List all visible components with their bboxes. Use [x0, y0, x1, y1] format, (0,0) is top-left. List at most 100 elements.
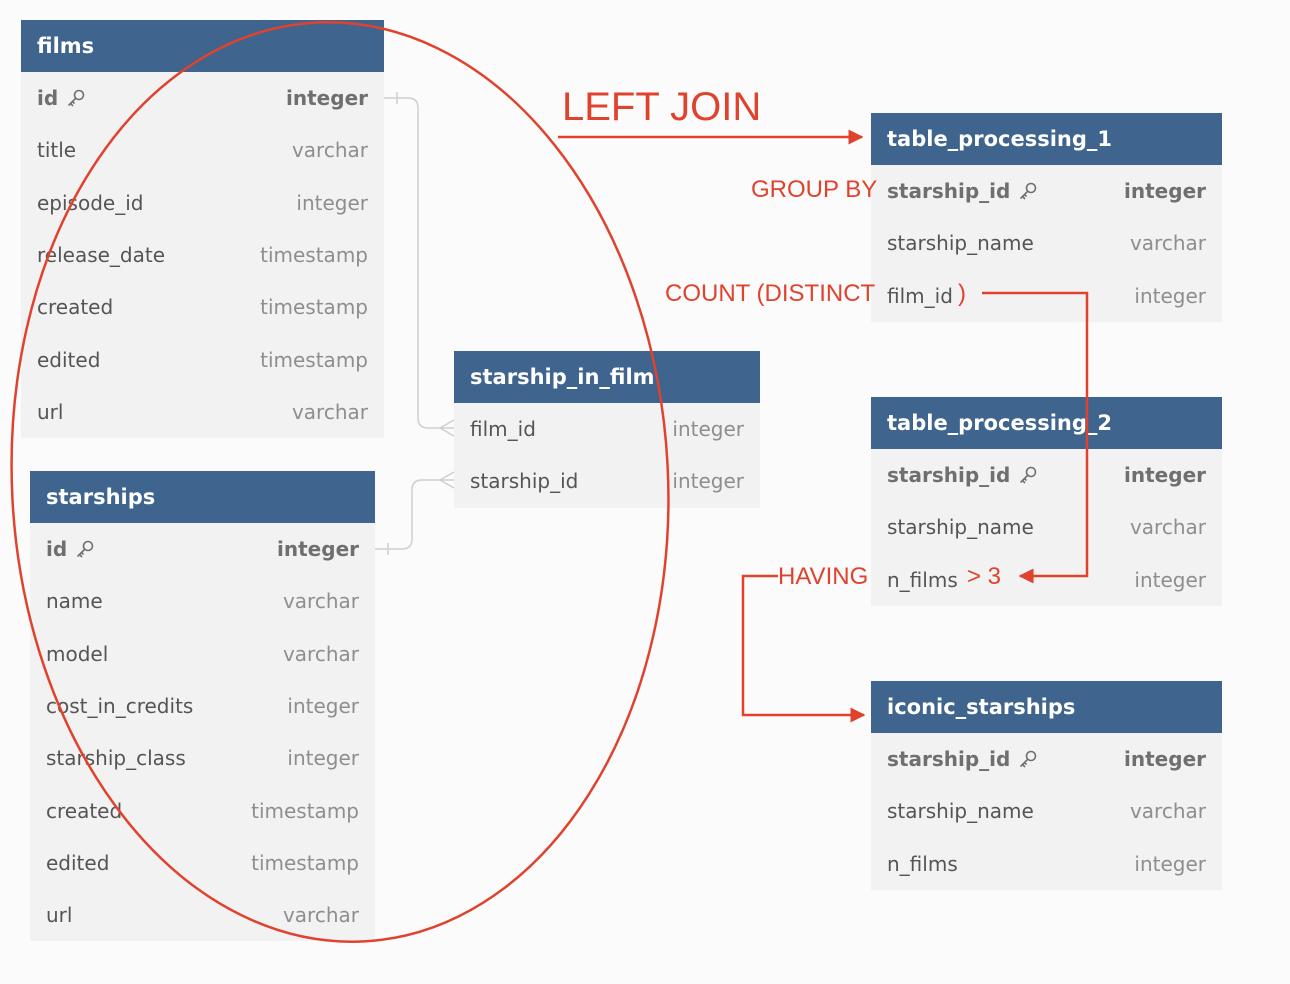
field-name: model — [46, 641, 109, 666]
table-header[interactable]: iconic_starships — [871, 681, 1222, 733]
field-name: film_id — [470, 417, 536, 442]
field-name: id — [37, 86, 59, 111]
field-row[interactable]: starship_name varchar — [871, 785, 1222, 837]
field-type: integer — [672, 417, 744, 442]
field-row[interactable]: starship_id integer — [871, 165, 1222, 217]
count-distinct-label: COUNT (DISTINCT — [665, 280, 876, 307]
key-icon — [1018, 749, 1038, 769]
field-name: name — [46, 589, 103, 614]
greater-than-label: > 3 — [967, 563, 1002, 590]
field-name-wrap: id — [37, 86, 86, 110]
field-type: integer — [286, 86, 368, 111]
table-iconic-starships[interactable]: iconic_starships starship_id integer sta… — [871, 681, 1222, 890]
field-name: cost_in_credits — [46, 694, 194, 719]
field-name: edited — [46, 850, 110, 875]
field-type: varchar — [291, 138, 368, 163]
field-type: integer — [1134, 567, 1206, 592]
field-name: starship_name — [887, 799, 1034, 824]
table-processing-1[interactable]: table_processing_1 starship_id integer s… — [871, 113, 1222, 322]
table-header[interactable]: starship_in_film — [454, 351, 760, 403]
field-type: varchar — [291, 399, 368, 424]
field-type: varchar — [1129, 799, 1206, 824]
field-type: integer — [1124, 747, 1206, 772]
field-row[interactable]: release_date timestamp — [21, 229, 384, 281]
field-row[interactable]: model varchar — [30, 628, 375, 680]
key-icon — [1018, 465, 1038, 485]
field-row[interactable]: id integer — [30, 523, 375, 575]
field-row[interactable]: title varchar — [21, 124, 384, 176]
table-header[interactable]: films — [21, 20, 384, 72]
field-row[interactable]: film_id integer — [454, 403, 760, 455]
field-type: integer — [1134, 283, 1206, 308]
field-name: starship_id — [887, 179, 1011, 204]
field-type: timestamp — [251, 850, 359, 875]
field-name: release_date — [37, 243, 166, 268]
field-row[interactable]: edited timestamp — [30, 837, 375, 889]
field-name: created — [37, 295, 114, 320]
relationship-films-sif — [384, 92, 455, 437]
field-type: varchar — [1129, 231, 1206, 256]
field-name-wrap: starship_id — [887, 179, 1038, 203]
table-starships[interactable]: starships id integer name varchar model va… — [30, 471, 375, 942]
field-type: timestamp — [251, 798, 359, 823]
field-name: edited — [37, 347, 101, 372]
field-row[interactable]: starship_id integer — [454, 455, 760, 507]
field-row[interactable]: film_id integer — [871, 270, 1222, 322]
field-type: timestamp — [260, 243, 368, 268]
field-name: id — [46, 537, 68, 562]
table-processing-2[interactable]: table_processing_2 starship_id integer s… — [871, 397, 1222, 606]
field-type: integer — [296, 190, 368, 215]
having-arrow — [741, 574, 866, 723]
field-type: integer — [1124, 179, 1206, 204]
group-by-label: GROUP BY — [751, 176, 878, 203]
table-header[interactable]: starships — [30, 471, 375, 523]
field-row[interactable]: cost_in_credits integer — [30, 680, 375, 732]
field-type: integer — [1134, 851, 1206, 876]
field-row[interactable]: n_films integer — [871, 554, 1222, 606]
field-name: starship_id — [887, 463, 1011, 488]
table-films[interactable]: films id integer title varchar episode_id… — [21, 20, 384, 439]
field-name-wrap: starship_id — [887, 463, 1038, 487]
key-icon — [1018, 181, 1038, 201]
field-name: title — [37, 138, 77, 163]
field-row[interactable]: url varchar — [21, 386, 384, 438]
field-row[interactable]: episode_id integer — [21, 177, 384, 229]
field-name: episode_id — [37, 190, 144, 215]
table-header[interactable]: table_processing_2 — [871, 397, 1222, 449]
key-icon — [66, 88, 86, 108]
field-type: integer — [672, 469, 744, 494]
relationship-starships-sif — [375, 471, 455, 555]
having-label: HAVING — [778, 563, 869, 590]
field-name: url — [37, 399, 64, 424]
field-name: film_id — [887, 283, 953, 308]
field-type: varchar — [1129, 515, 1206, 540]
field-type: integer — [1124, 463, 1206, 488]
field-row[interactable]: name varchar — [30, 575, 375, 627]
field-name: starship_class — [46, 746, 186, 771]
field-type: integer — [287, 746, 359, 771]
field-name-wrap: starship_id — [887, 747, 1038, 771]
field-row[interactable]: starship_id integer — [871, 449, 1222, 501]
field-name: n_films — [887, 567, 958, 592]
key-icon — [75, 539, 95, 559]
field-type: integer — [287, 694, 359, 719]
field-type: varchar — [282, 641, 359, 666]
field-row[interactable]: id integer — [21, 72, 384, 124]
field-type: varchar — [282, 589, 359, 614]
field-type: integer — [277, 537, 359, 562]
table-header[interactable]: table_processing_1 — [871, 113, 1222, 165]
field-name: starship_id — [470, 469, 579, 494]
field-row[interactable]: starship_id integer — [871, 733, 1222, 785]
left-join-label: LEFT JOIN — [562, 85, 762, 129]
field-name: url — [46, 903, 73, 928]
field-row[interactable]: starship_class integer — [30, 732, 375, 784]
field-name: starship_id — [887, 747, 1011, 772]
